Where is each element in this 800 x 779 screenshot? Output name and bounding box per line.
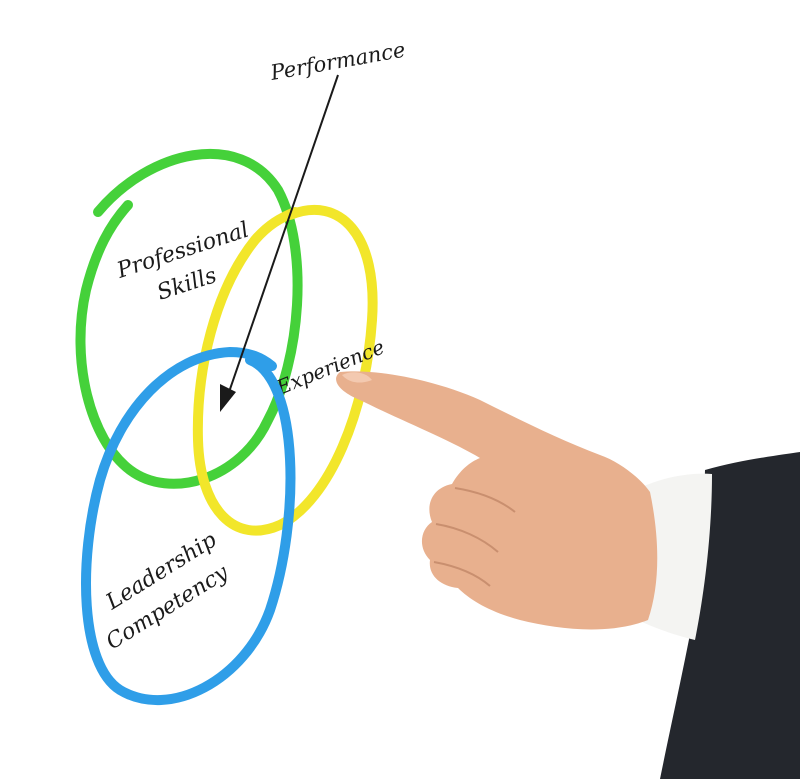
circle-experience-stroke: [192, 205, 378, 536]
circle-leadership-competency-stroke: [81, 346, 296, 705]
finger-crease: [454, 487, 516, 513]
shirt-cuff: [640, 473, 712, 640]
performance-arrow-shaft: [227, 74, 339, 396]
circle-professional-skills-stroke: [75, 149, 303, 489]
fingernail: [342, 372, 372, 383]
hand-illustration: [336, 371, 800, 779]
finger-crease: [433, 561, 491, 587]
suit-sleeve: [660, 452, 800, 779]
performance-arrowhead-icon: [220, 384, 236, 412]
finger-crease: [435, 523, 499, 553]
